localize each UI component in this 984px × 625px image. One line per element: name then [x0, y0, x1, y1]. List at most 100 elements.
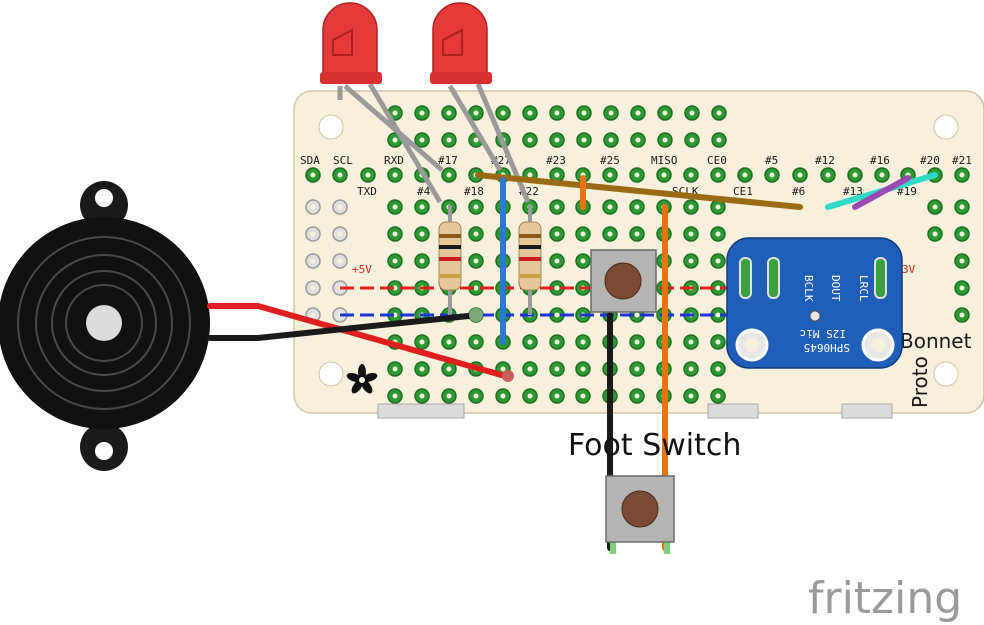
pad-hole-center: [392, 204, 398, 210]
pad-hole-center: [634, 231, 640, 237]
board-name-label-vertical: Proto: [908, 356, 932, 408]
pad-hole-center: [715, 231, 721, 237]
pad-hole-center: [607, 231, 613, 237]
pushbutton-icon: [590, 249, 657, 313]
pad-hole-center: [608, 137, 614, 143]
pad-hole-center: [473, 110, 479, 116]
pin-label: CE0: [707, 154, 727, 167]
pad-hole-center: [635, 110, 641, 116]
pad-hole-center: [392, 172, 398, 178]
pad-hole-center: [959, 312, 965, 318]
pad-hole-center: [527, 339, 533, 345]
pad-hole-center: [688, 231, 694, 237]
pad-hole-center: [392, 110, 398, 116]
pad-hole-center: [932, 231, 938, 237]
pad-hole-center: [688, 172, 694, 178]
pad-hole-center: [310, 231, 316, 237]
pad-hole-center: [527, 366, 533, 372]
pad-hole-center: [688, 339, 694, 345]
led-icon: [320, 2, 444, 204]
pad-hole-center: [581, 137, 587, 143]
pad-hole-center: [446, 339, 452, 345]
pad-hole-center: [580, 258, 586, 264]
pad-hole-center: [959, 258, 965, 264]
pad-hole-center: [446, 110, 452, 116]
pad-hole-center: [797, 172, 803, 178]
pin-label: #5: [765, 154, 778, 167]
mic-name-label: SPH0645: [804, 341, 850, 354]
pad-hole-center: [473, 258, 479, 264]
pad-hole-center: [662, 110, 668, 116]
pad-hole-center: [392, 393, 398, 399]
pad-hole-center: [959, 172, 965, 178]
pad-hole-center: [661, 172, 667, 178]
pad-hole-center: [310, 312, 316, 318]
pad-hole-center: [688, 366, 694, 372]
jumper-wires: [475, 172, 938, 551]
pad-hole-center: [554, 231, 560, 237]
pad-hole-center: [365, 172, 371, 178]
pad-hole-center: [554, 172, 560, 178]
pin-label: #20: [920, 154, 940, 167]
mic-name-label: I2S Mic: [800, 327, 846, 340]
pad-hole-center: [716, 137, 722, 143]
resistor-icon: [518, 205, 542, 315]
pad-hole-center: [715, 312, 721, 318]
pad-hole-center: [392, 258, 398, 264]
pin-label: #19: [897, 185, 917, 198]
pad-hole-center: [446, 393, 452, 399]
pad-hole-center: [932, 204, 938, 210]
pin-label: #21: [952, 154, 972, 167]
pin-label: TXD: [357, 185, 377, 198]
pad-hole-center: [959, 285, 965, 291]
mic-pin-label: DOUT: [829, 275, 842, 302]
pad-hole-center: [662, 137, 668, 143]
pad-hole-center: [634, 312, 640, 318]
pad-hole-center: [608, 110, 614, 116]
pad-hole-center: [634, 204, 640, 210]
pad-hole-center: [337, 231, 343, 237]
pin-label: SDA: [300, 154, 320, 167]
pad-hole-center: [715, 339, 721, 345]
pad-hole-center: [527, 172, 533, 178]
pad-hole-center: [688, 204, 694, 210]
pad-hole-center: [715, 172, 721, 178]
pad-hole-center: [392, 366, 398, 372]
pin-label: #18: [464, 185, 484, 198]
pad-hole-center: [527, 137, 533, 143]
pad-hole-center: [554, 137, 560, 143]
buzzer-wires: [207, 303, 514, 382]
pin-label: #13: [843, 185, 863, 198]
mic-pin-label: BCLK: [802, 275, 815, 302]
fritzing-logo: fritzing: [808, 573, 962, 624]
adafruit-flower-icon: [346, 364, 378, 394]
pad-hole-center: [716, 110, 722, 116]
pad-hole-center: [554, 366, 560, 372]
pin-label: SCL: [333, 154, 353, 167]
pad-hole-center: [554, 285, 560, 291]
pad-hole-center: [419, 258, 425, 264]
pad-hole-center: [310, 204, 316, 210]
pad-hole-center: [419, 110, 425, 116]
rail-plus-label: +5V: [352, 263, 372, 276]
pad-hole-center: [879, 172, 885, 178]
pad-hole-center: [554, 110, 560, 116]
pad-hole-center: [473, 231, 479, 237]
pad-hole-center: [446, 172, 452, 178]
pad-hole-center: [500, 110, 506, 116]
pad-hole-center: [419, 393, 425, 399]
pad-hole-center: [634, 393, 640, 399]
pad-hole-center: [554, 204, 560, 210]
mic-pin-label: LRCL: [857, 275, 870, 302]
pin-label: MISO: [651, 154, 678, 167]
pin-label: #12: [815, 154, 835, 167]
pad-hole-center: [715, 285, 721, 291]
pin-label: #25: [600, 154, 620, 167]
pad-hole-center: [607, 204, 613, 210]
pad-hole-center: [446, 366, 452, 372]
led-icon: [430, 2, 531, 203]
pad-hole-center: [634, 172, 640, 178]
pushbutton-icon: [605, 475, 675, 554]
pad-hole-center: [473, 285, 479, 291]
